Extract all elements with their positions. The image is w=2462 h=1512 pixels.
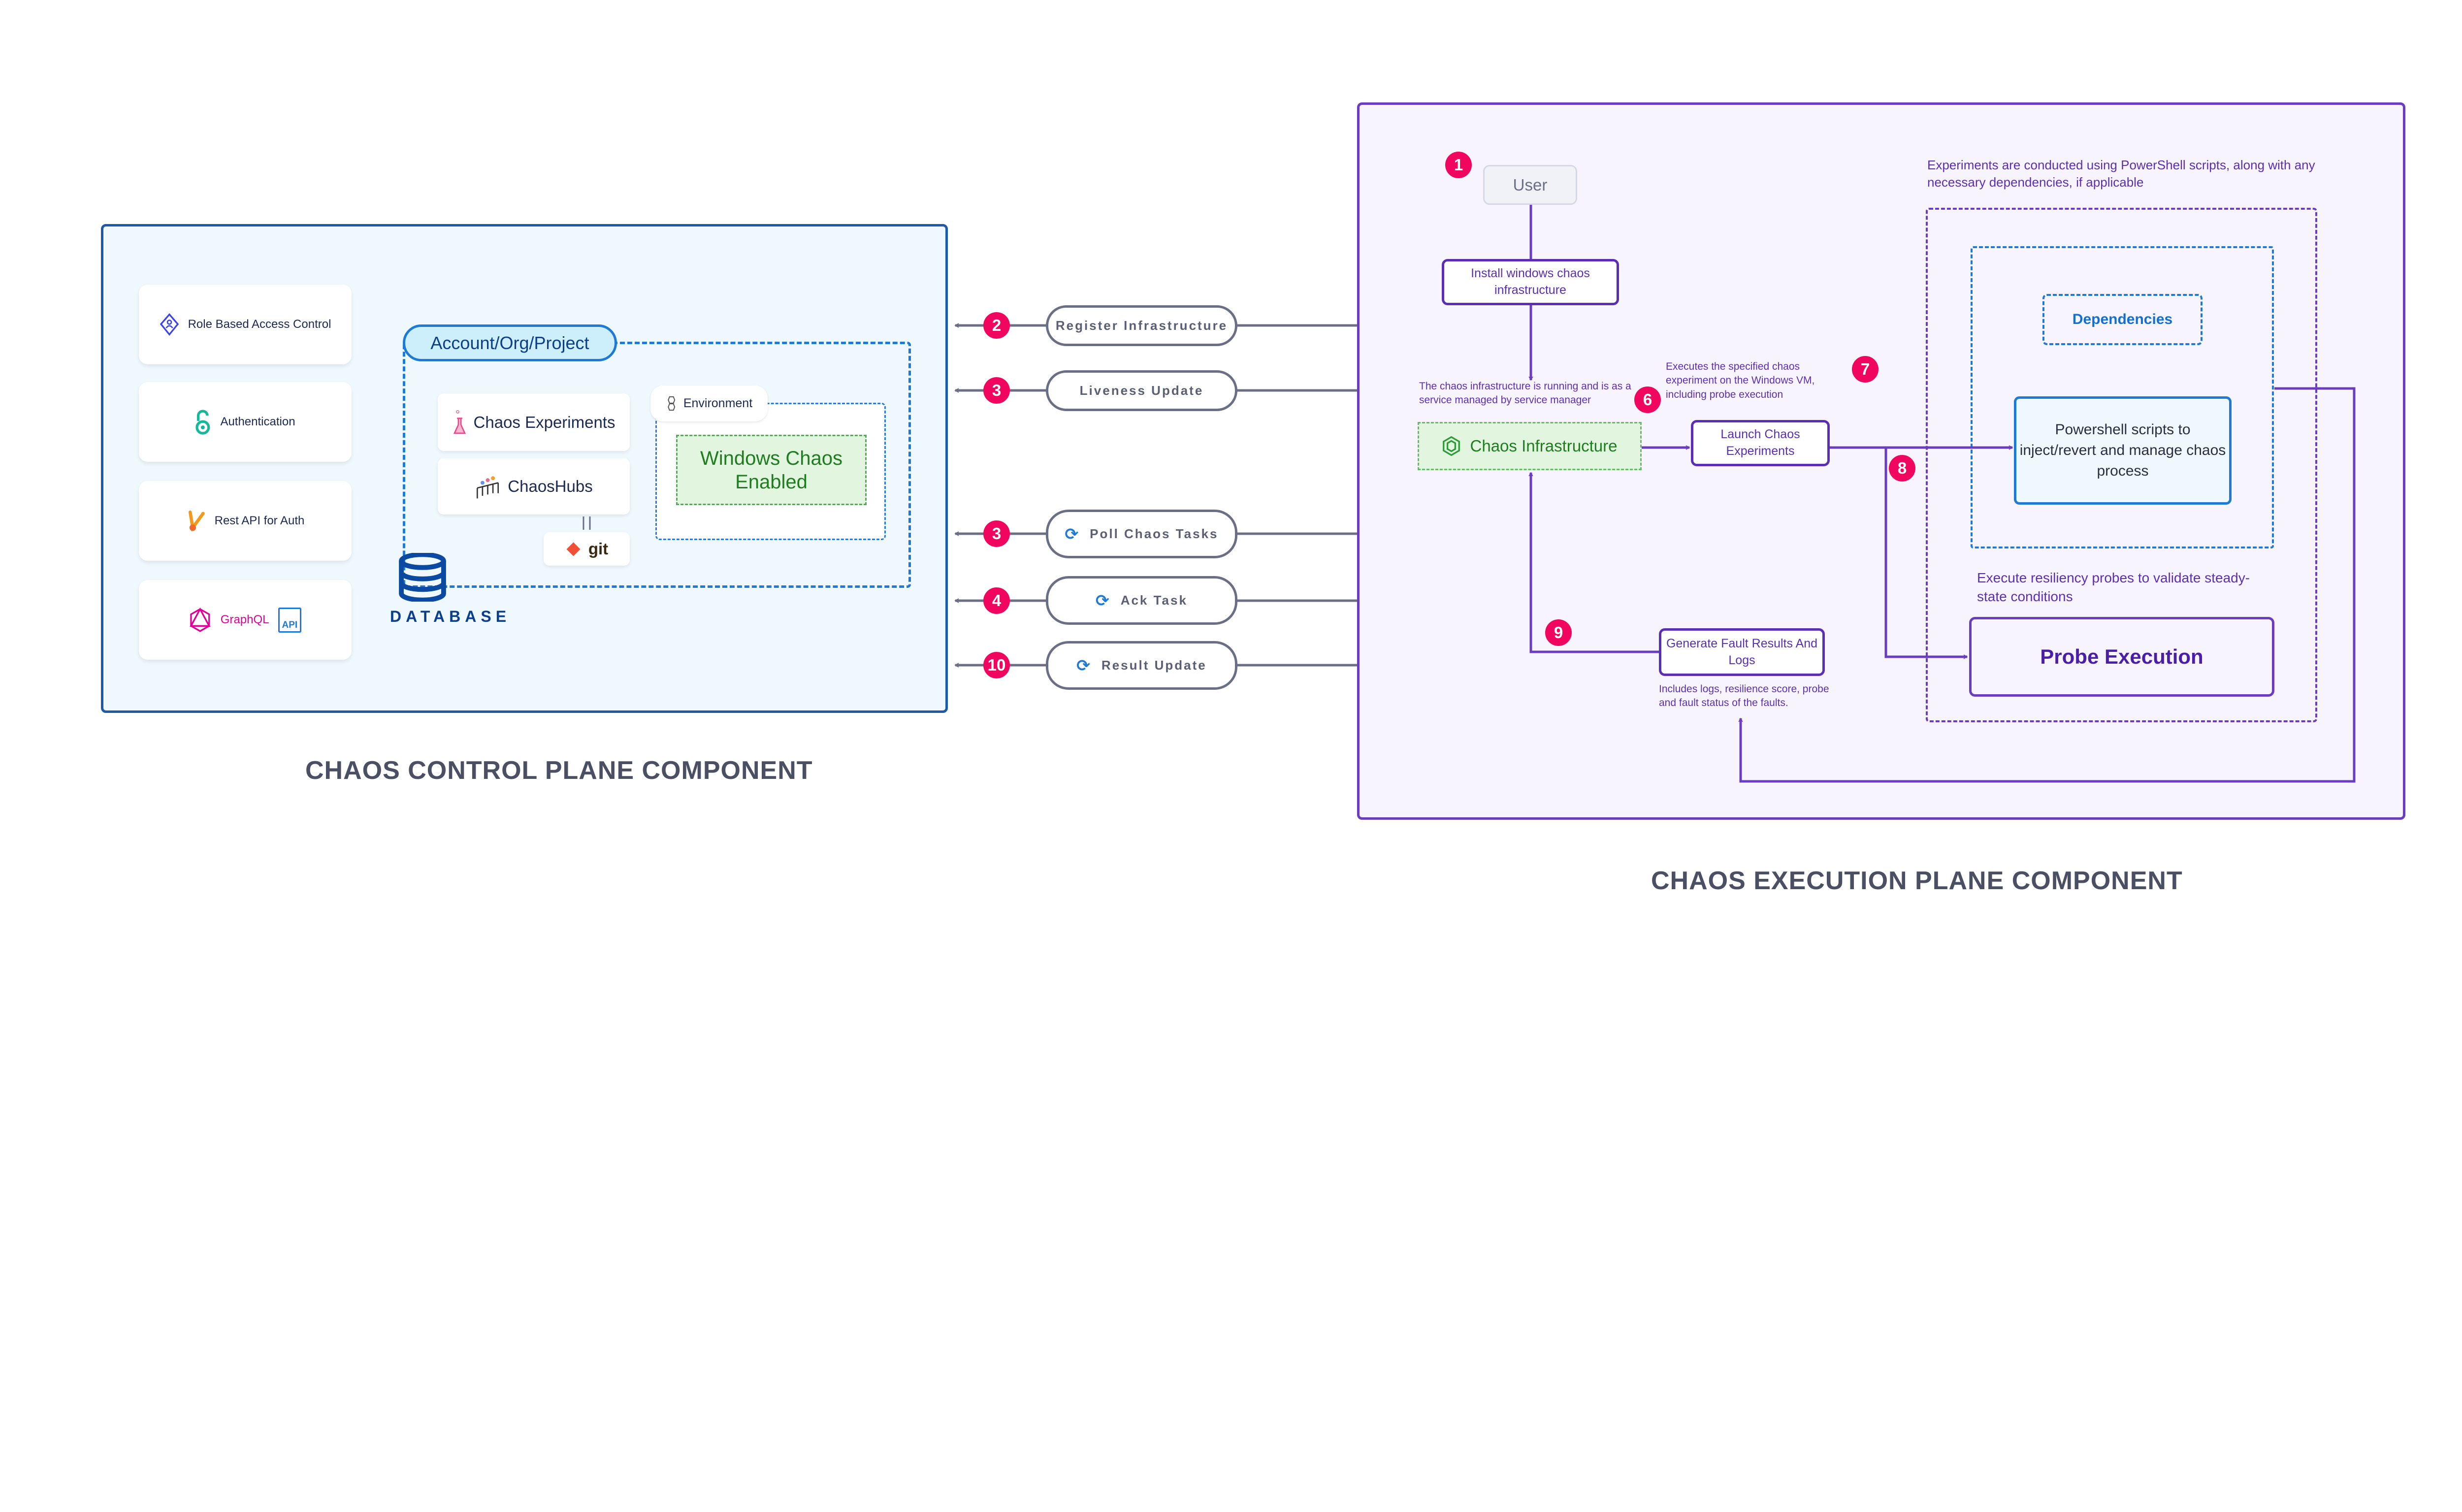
sync-icon: ⟳ [1096, 591, 1111, 610]
lock-icon [195, 409, 210, 435]
feature-card-rbac: Role Based Access Control [139, 285, 352, 364]
chaos-infrastructure-box: Chaos Infrastructure [1418, 422, 1642, 470]
git-card: git [544, 532, 630, 566]
pill-label: Liveness Update [1079, 383, 1204, 398]
step-badge: 2 [983, 312, 1010, 339]
database-icon [399, 553, 446, 602]
poll-chaos-tasks-pill: ⟳ Poll Chaos Tasks [1046, 510, 1237, 558]
probe-note: Execute resiliency probes to validate st… [1977, 570, 2250, 604]
scripts-container [1971, 246, 2274, 548]
flask-icon [453, 410, 466, 434]
hexagon-icon [1442, 436, 1460, 456]
generate-note: Includes logs, resilience score, probe a… [1659, 683, 1829, 709]
feature-card-rest-api: Rest API for Auth [139, 481, 352, 561]
experiments-container [1926, 208, 2317, 722]
launch-to-probe-arrow [1884, 448, 1968, 659]
windows-chaos-enabled-box: Windows Chaos Enabled [676, 435, 867, 505]
user-box: User [1483, 165, 1577, 205]
powershell-scripts-box: Powershell scripts to inject/revert and … [2014, 396, 2232, 505]
execution-plane-heading: CHAOS EXECUTION PLANE COMPONENT [1651, 867, 2183, 895]
generate-fault-results-box: Generate Fault Results And Logs [1659, 628, 1825, 676]
feature-label: Authentication [220, 415, 295, 428]
launch-note: Executes the specified chaos experiment … [1666, 361, 1815, 400]
pill-label: Ack Task [1120, 593, 1188, 608]
api-icon [188, 510, 205, 532]
control-plane-heading: CHAOS CONTROL PLANE COMPONENT [305, 756, 813, 785]
feature-card-graphql: GraphQL API [139, 580, 352, 660]
account-org-project-pill: Account/Org/Project [403, 324, 617, 361]
install-infrastructure-box: Install windows chaos infrastructure [1442, 259, 1619, 305]
step-badge: 9 [1545, 619, 1572, 646]
chaos-experiments-label: Chaos Experiments [473, 413, 616, 431]
rbac-icon [160, 313, 179, 336]
pill-label: Register Infrastructure [1055, 318, 1228, 333]
step-badge: 7 [1852, 356, 1879, 383]
chaos-infrastructure-label: Chaos Infrastructure [1470, 437, 1618, 455]
generate-to-infra-arrow [1528, 472, 1659, 653]
register-infrastructure-pill: Register Infrastructure [1046, 305, 1237, 346]
step-badge: 1 [1445, 152, 1472, 178]
chaoshubs-card: ChaosHubs [438, 458, 630, 515]
graphql-icon [189, 607, 211, 632]
liveness-update-pill: Liveness Update [1046, 370, 1237, 411]
infra-note: The chaos infrastructure is running and … [1419, 381, 1631, 406]
experiments-note: Experiments are conducted using PowerShe… [1927, 158, 2315, 190]
result-update-pill: ⟳ Result Update [1046, 641, 1237, 690]
step-badge: 3 [983, 520, 1010, 547]
chaoshub-icon [477, 476, 499, 498]
database-label: DATABASE [390, 608, 511, 625]
api-doc-icon: API [278, 607, 302, 633]
launch-chaos-experiments-box: Launch Chaos Experiments [1691, 420, 1830, 466]
sync-icon: ⟳ [1076, 656, 1092, 675]
environment-text: Environment [683, 396, 753, 410]
feature-label: GraphQL [220, 613, 269, 626]
git-sync-arrows [583, 516, 591, 530]
scripts-to-generate-arrow [1738, 387, 2356, 783]
step-badge: 3 [983, 377, 1010, 404]
step-badge: 10 [983, 652, 1010, 678]
step-badge: 6 [1634, 386, 1661, 413]
chaoshubs-label: ChaosHubs [508, 477, 593, 495]
git-label: git [588, 540, 609, 558]
hexagons-icon [667, 396, 676, 411]
step-badge: 8 [1889, 455, 1915, 482]
pill-label: Poll Chaos Tasks [1090, 526, 1219, 541]
step-badge: 4 [983, 587, 1010, 614]
pill-label: Result Update [1101, 658, 1207, 673]
ack-task-pill: ⟳ Ack Task [1046, 576, 1237, 625]
chaos-experiments-card: Chaos Experiments [438, 393, 630, 451]
environment-label: Environment [650, 386, 768, 421]
git-icon [566, 542, 581, 556]
sync-icon: ⟳ [1065, 525, 1080, 543]
probe-execution-box: Probe Execution [1969, 617, 2274, 697]
account-container [403, 342, 911, 588]
feature-card-authentication: Authentication [139, 382, 352, 462]
feature-label: Rest API for Auth [214, 514, 305, 527]
feature-label: Role Based Access Control [188, 318, 331, 331]
dependencies-box: Dependencies [2042, 294, 2203, 345]
